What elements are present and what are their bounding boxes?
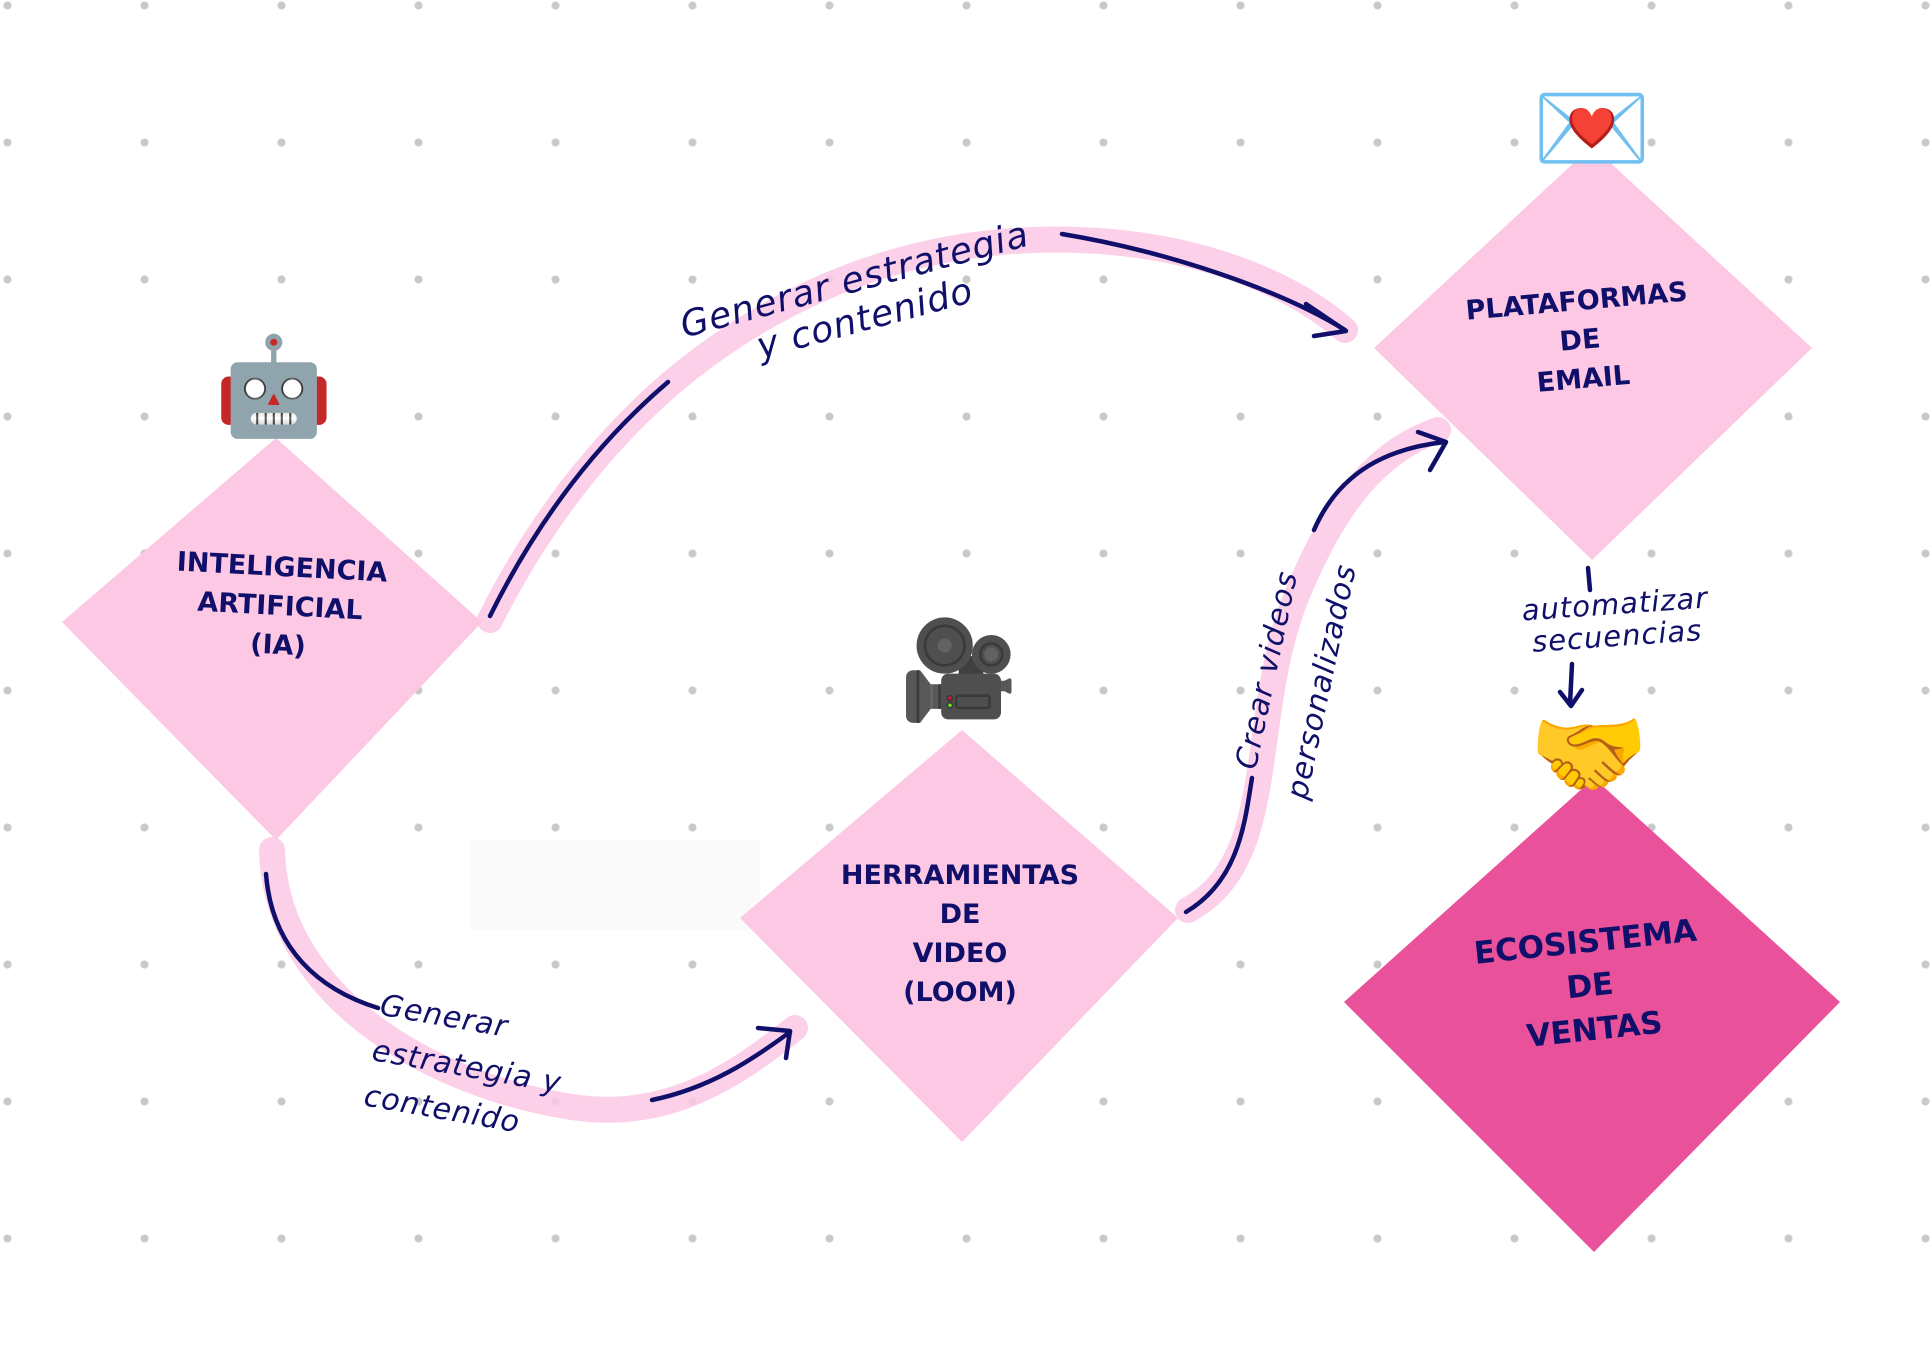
robot-icon: 🤖 [214,330,334,442]
edge-video-email-line-a [1183,775,1255,915]
handshake-icon: 🤝 [1529,698,1649,810]
edge-ia-email-highlight [477,226,1358,633]
edge-video-email-line-b [1311,439,1448,533]
edge-ia-video-highlight [259,837,808,1123]
node-ia-shape[interactable] [62,438,482,840]
node-ventas-shape[interactable] [1344,778,1840,1252]
node-video-shape[interactable] [740,730,1178,1142]
node-email-label: PLATAFORMAS DE EMAIL [1464,276,1689,399]
node-video-label: HERRAMIENTAS DE VIDEO (LOOM) [840,860,1080,1008]
edge-ia-email-line-a [487,379,671,619]
movie-camera-icon: 🎥 [899,614,1019,726]
love-letter-icon: 💌 [1532,72,1652,184]
edge-ia-video-line-a [263,871,381,1011]
edge-video-email-arrowhead [1415,429,1449,473]
node-ia-label: INTELIGENCIA ARTIFICIAL (IA) [176,546,389,663]
edge-ia-email-arrowhead [1303,301,1349,339]
edge-ia-email-line-b [1059,231,1348,333]
edge-ia-video-arrowhead [755,1025,793,1061]
edge-email-ventas-line-a [1585,565,1593,593]
edge-email-ventas-line-b [1567,661,1575,707]
node-email-shape[interactable] [1374,146,1812,560]
smudge-mark [470,840,760,930]
edge-video-email-highlight [1175,417,1451,923]
edge-email-ventas-arrowhead [1557,687,1585,709]
edge-ia-video-line-b [649,1029,793,1103]
